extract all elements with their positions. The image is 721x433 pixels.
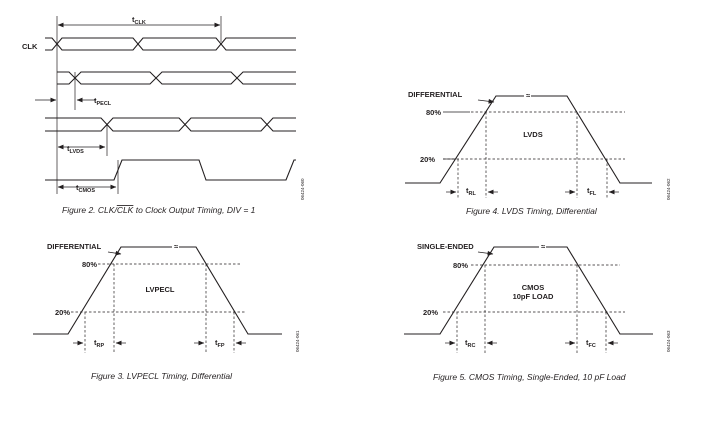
figure-4-rise-time-label: tRL	[466, 186, 476, 197]
lvds-output-waveform	[45, 117, 296, 132]
tclk-label: tCLK	[132, 15, 146, 26]
svg-text:≈: ≈	[541, 242, 545, 251]
tpecl-label: tPECL	[94, 96, 112, 107]
figure-5-signal-type: SINGLE-ENDED	[417, 242, 474, 251]
figure-3-standard-label: LVPECL	[145, 285, 174, 294]
clk-signal-label: CLK	[22, 42, 38, 51]
figure-3-80-label: 80%	[82, 260, 97, 269]
figure-3-signal-type: DIFFERENTIAL	[47, 242, 102, 251]
lvds-edge-waveform	[405, 95, 652, 184]
figure-4-fall-time-label: tFL	[587, 186, 597, 197]
figure-3-20-label: 20%	[55, 308, 70, 317]
figure-4-80-label: 80%	[426, 108, 441, 117]
figure-4-20-label: 20%	[420, 155, 435, 164]
cmos-output-waveform	[45, 159, 296, 181]
figure-5-80-label: 80%	[453, 261, 468, 270]
lvpecl-edge-waveform	[33, 246, 282, 335]
figure-2-caption: Figure 2. CLK/CLK to Clock Output Timing…	[62, 205, 256, 215]
figure-5-load-label: 10pF LOAD	[513, 292, 554, 301]
figure-5-20-label: 20%	[423, 308, 438, 317]
figure-5-rise-time-label: tRC	[465, 338, 475, 349]
figure-4-lvds-timing: DIFFERENTIAL ≈ 80% 20% LVDS tRL tFL 0642…	[405, 90, 671, 216]
figure-5-cmos-timing: SINGLE-ENDED ≈ 80% 20% CMOS 10pF LOAD tR…	[404, 242, 671, 382]
svg-text:≈: ≈	[174, 242, 178, 251]
lvpecl-output-waveform	[57, 71, 296, 85]
figure-3-fall-time-label: tFP	[215, 338, 225, 349]
figure-4-code: 06424-062	[666, 178, 671, 200]
figure-5-code: 06424-063	[666, 330, 671, 352]
figure-4-caption: Figure 4. LVDS Timing, Differential	[466, 206, 598, 216]
figure-3-caption: Figure 3. LVPECL Timing, Differential	[91, 371, 233, 381]
figure-3-code: 06424-061	[295, 330, 300, 352]
figure-3-lvpecl-timing: DIFFERENTIAL ≈ 80% 20% LVPECL tRP tFP 06…	[33, 242, 300, 381]
figure-4-standard-label: LVDS	[523, 130, 542, 139]
figure-5-caption: Figure 5. CMOS Timing, Single-Ended, 10 …	[433, 372, 626, 382]
cmos-edge-waveform	[404, 246, 653, 335]
figure-2-clock-output-timing: tCLK CLK tPECL tLVDS tCMOS	[22, 15, 305, 215]
figure-5-fall-time-label: tFC	[586, 338, 596, 349]
clk-waveform	[45, 37, 296, 51]
figure-5-standard-label: CMOS	[522, 283, 545, 292]
tlvds-label: tLVDS	[67, 144, 84, 155]
figure-4-signal-type: DIFFERENTIAL	[408, 90, 463, 99]
figure-2-code: 06424-060	[300, 178, 305, 200]
svg-text:≈: ≈	[526, 91, 530, 100]
tcmos-label: tCMOS	[76, 183, 95, 194]
figure-3-rise-time-label: tRP	[94, 338, 104, 349]
